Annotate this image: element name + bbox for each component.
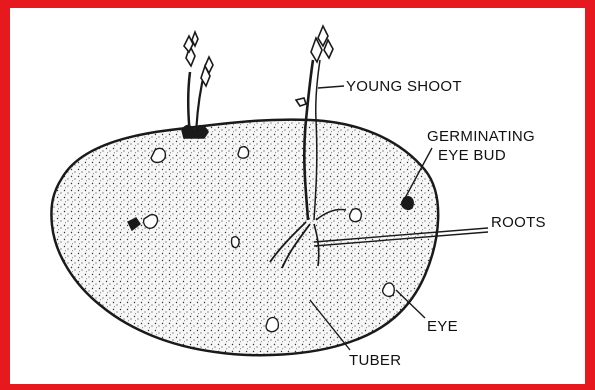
- label-young-shoot: YOUNG SHOOT: [346, 78, 462, 95]
- label-germinating-line2: EYE BUD: [438, 147, 506, 164]
- left-shoot: [182, 32, 213, 138]
- label-germinating-line1: GERMINATING: [427, 128, 535, 145]
- label-roots: ROOTS: [491, 214, 546, 231]
- label-eye: EYE: [427, 318, 458, 335]
- label-tuber: TUBER: [349, 352, 401, 369]
